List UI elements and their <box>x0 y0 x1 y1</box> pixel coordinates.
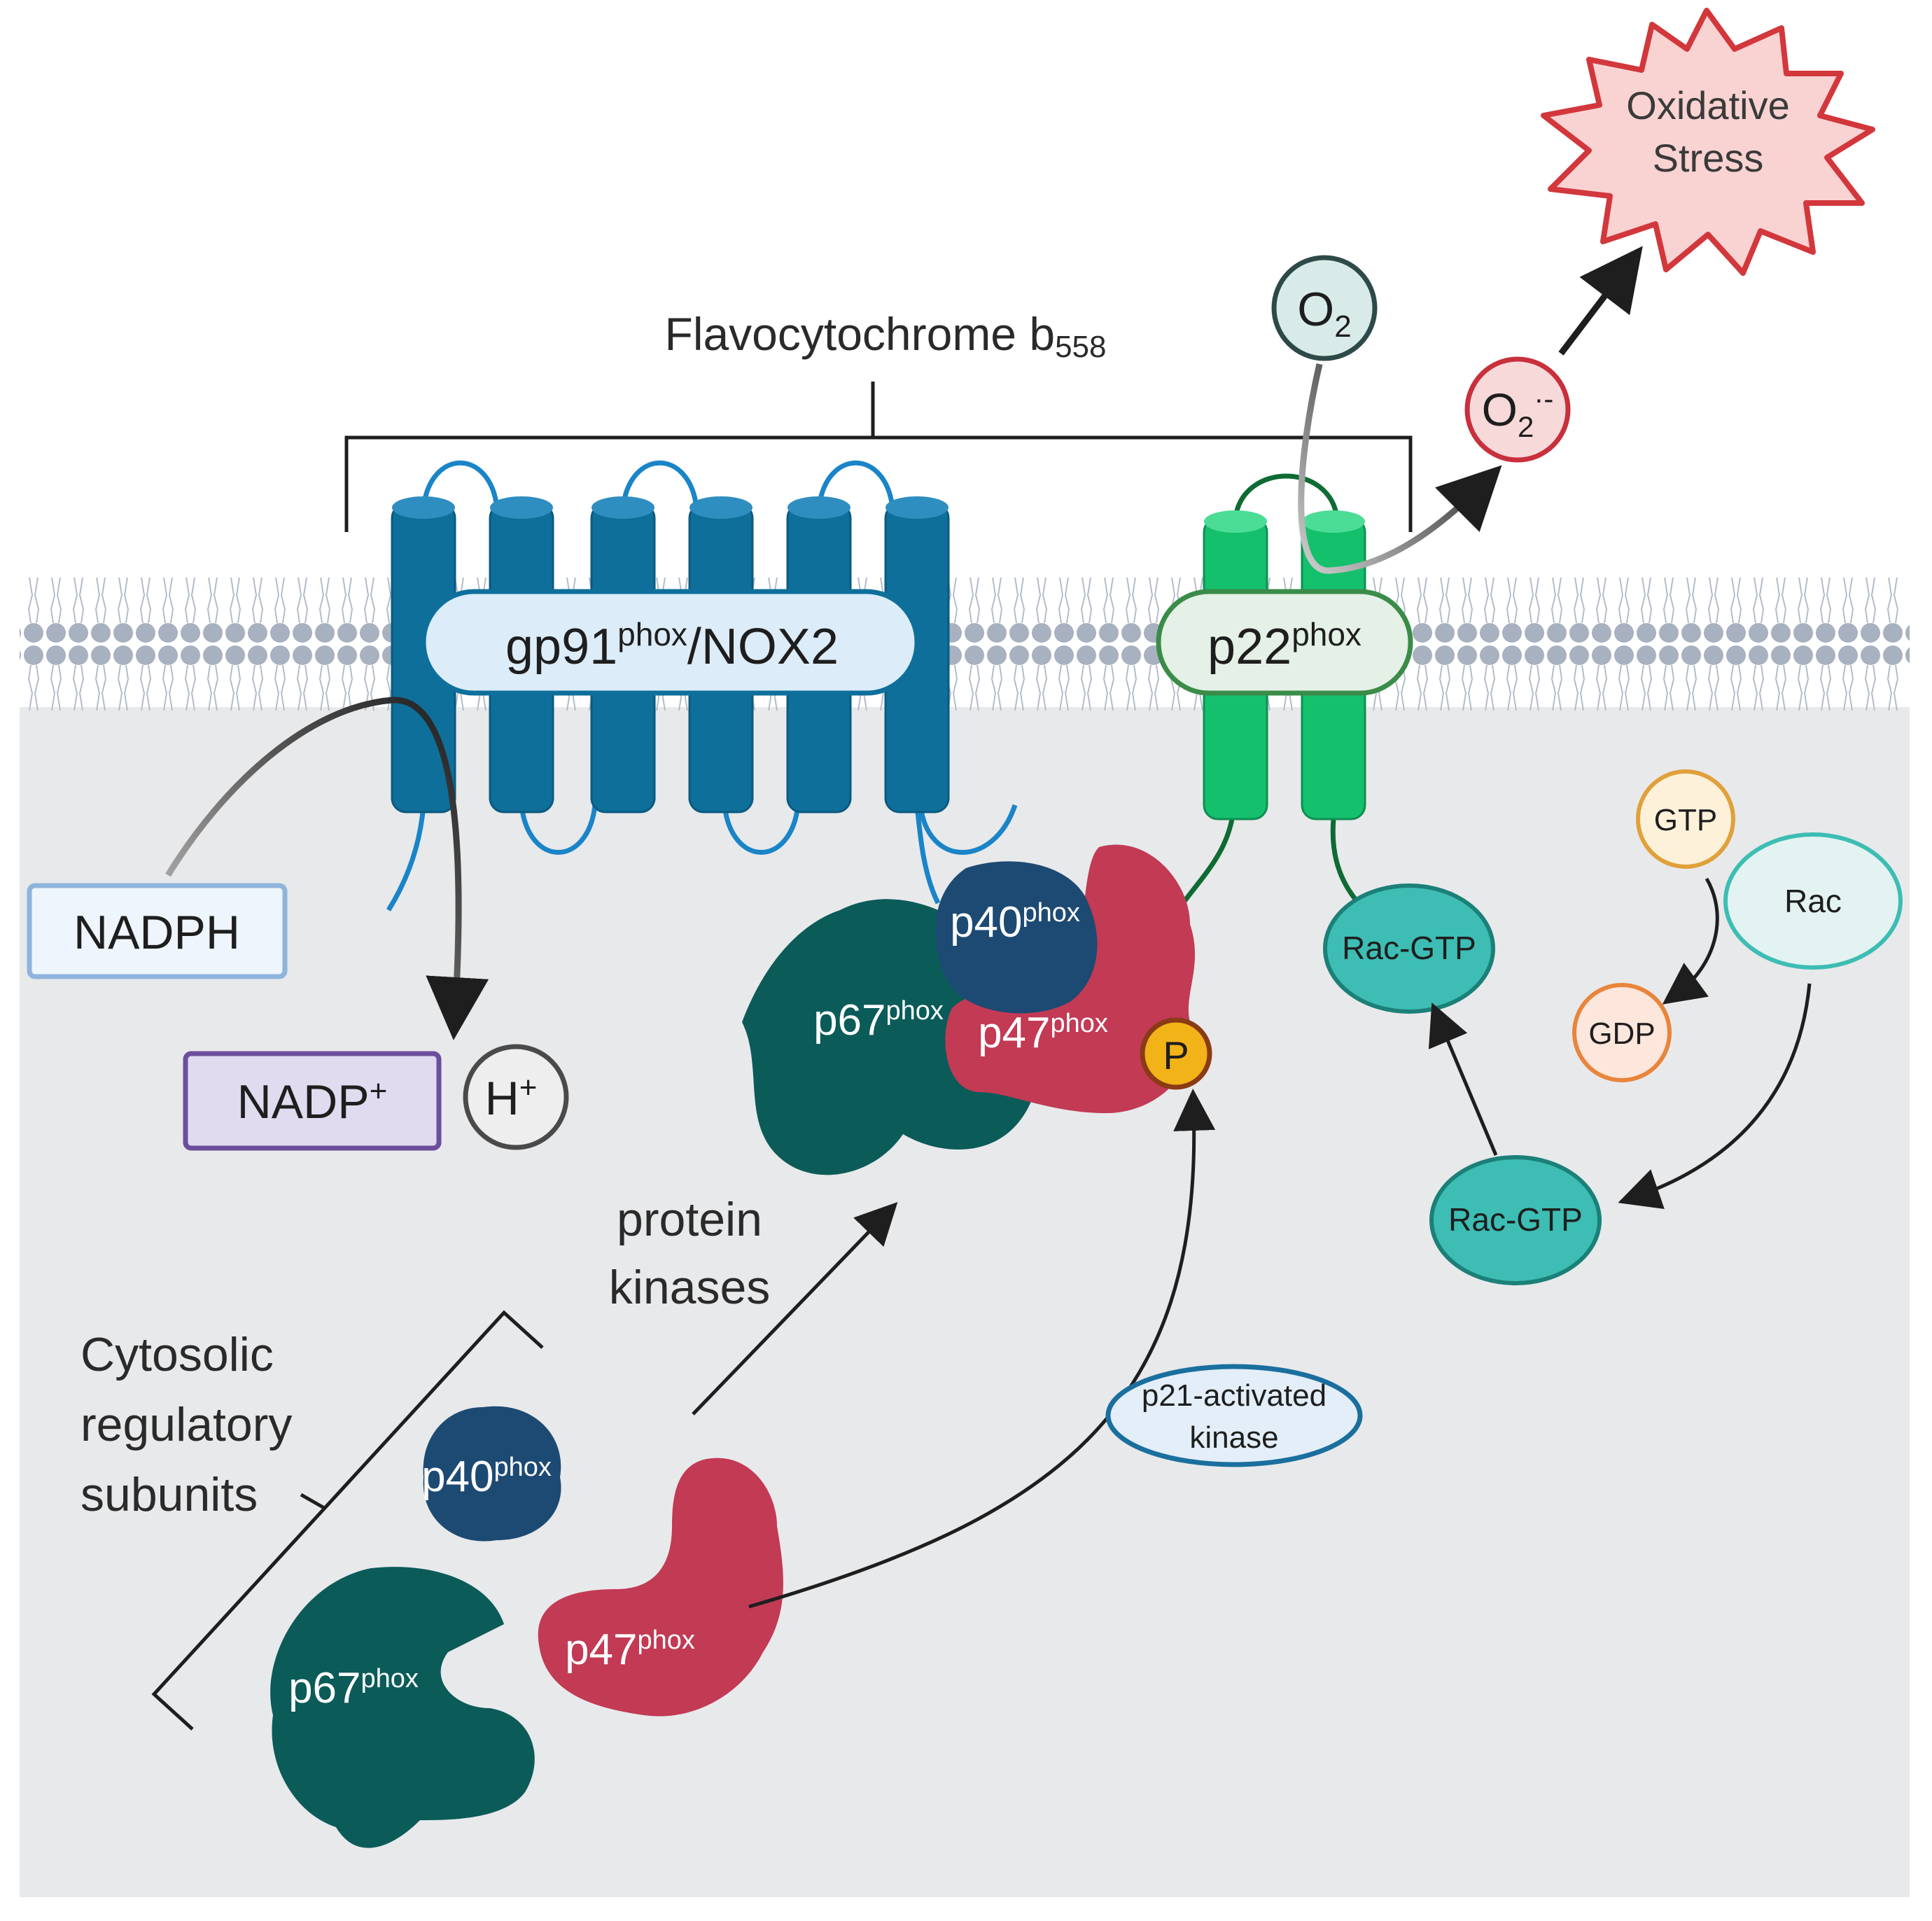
superoxide-molecule: O2·- <box>1464 356 1571 463</box>
rac-text: Rac <box>1784 883 1842 919</box>
svg-text:H+: H+ <box>485 1070 538 1125</box>
cytosolic-label-3: subunits <box>80 1468 258 1521</box>
pak-label-1: p21-activated <box>1142 1378 1326 1413</box>
svg-text:p22phox: p22phox <box>1208 616 1362 675</box>
o2-text: O <box>1297 283 1334 336</box>
free-p40: p40phox <box>421 1406 561 1542</box>
cytosolic-label-2: regulatory <box>80 1398 292 1451</box>
assembled-complex: p40phox p67phox p47phox P <box>742 844 1212 1175</box>
superoxide-text: O <box>1482 384 1518 435</box>
h-text: H <box>485 1072 519 1125</box>
rac-gtp-membrane-text: Rac-GTP <box>1342 930 1476 966</box>
gp91-loops <box>386 460 1018 911</box>
nadp-box: NADP+ <box>183 1051 442 1151</box>
rac-molecule: Rac <box>1723 832 1903 970</box>
gdp-molecule: GDP <box>1572 983 1672 1082</box>
gtp-text: GTP <box>1654 803 1717 837</box>
svg-text:p40phox: p40phox <box>950 898 1080 946</box>
oxidative-label: Oxidative <box>1626 83 1789 127</box>
h-superscript: + <box>519 1070 538 1105</box>
stress-arrow <box>1558 246 1643 356</box>
free-p40-text: p40 <box>421 1453 493 1501</box>
gtp-molecule: GTP <box>1636 769 1735 869</box>
nadp-text: NADP <box>237 1075 370 1129</box>
rac-gtp-membrane: Rac-GTP <box>1323 883 1495 1014</box>
complex-p67-superscript: phox <box>886 996 944 1026</box>
flavocytochrome-bracket: Flavocytochrome b558 <box>344 308 1413 532</box>
stress-star-shape <box>1541 8 1875 276</box>
nadph-text: NADPH <box>74 906 240 959</box>
proton: H+ <box>463 1044 569 1150</box>
p22-superscript: phox <box>1292 616 1362 652</box>
svg-text:p47phox: p47phox <box>978 1009 1108 1057</box>
free-p67-superscript: phox <box>361 1664 419 1693</box>
svg-text:Flavocytochrome b558: Flavocytochrome b558 <box>665 308 1107 364</box>
protein-kinases-label-2: kinases <box>609 1261 771 1314</box>
free-p67: p67phox <box>270 1567 535 1848</box>
phosphorylation-arrow <box>748 1089 1216 1609</box>
plasma-membrane <box>20 567 1910 728</box>
complex-p47-superscript: phox <box>1051 1009 1108 1038</box>
svg-text:p67phox: p67phox <box>288 1664 419 1712</box>
o2-molecule: O2 <box>1271 255 1378 361</box>
gp91-superscript: phox <box>617 616 687 652</box>
complex-p40-superscript: phox <box>1023 898 1080 928</box>
oxidative-stress-burst: Oxidative Stress <box>1541 8 1875 276</box>
free-p40-superscript: phox <box>494 1453 552 1482</box>
svg-text:O2·-: O2·- <box>1482 382 1554 443</box>
gdp-text: GDP <box>1588 1017 1655 1051</box>
gp91-nox2-label: gp91phox/NOX2 <box>421 589 920 696</box>
bracket-line <box>344 382 1413 532</box>
complex-p67-text: p67 <box>813 996 886 1045</box>
gp91-text: gp91 <box>505 619 617 675</box>
free-p47-superscript: phox <box>638 1626 695 1655</box>
gtp-exchange-arrow <box>1662 877 1719 1005</box>
rac-activation-arrow <box>1618 983 1812 1209</box>
free-p47: p47phox <box>538 1458 783 1717</box>
complex-p47-text: p47 <box>978 1009 1050 1057</box>
nadph-oxidation-arrow <box>165 697 489 1040</box>
rac-translocation-arrow <box>1428 1002 1498 1156</box>
cytosolic-label-1: Cytosolic <box>80 1328 274 1381</box>
o2-subscript: 2 <box>1334 309 1351 344</box>
o2-reduction-arrow <box>1298 363 1502 574</box>
svg-text:O2: O2 <box>1297 283 1351 344</box>
p22-label: p22phox <box>1156 589 1413 696</box>
flavocytochrome-subscript: 558 <box>1055 330 1106 364</box>
superoxide-subscript: 2 <box>1518 410 1534 443</box>
stress-label: Stress <box>1653 136 1764 180</box>
free-p47-text: p47 <box>565 1626 637 1674</box>
nadph-box: NADPH <box>27 883 288 979</box>
superoxide-superscript: ·- <box>1534 382 1553 415</box>
free-p67-text: p67 <box>288 1664 360 1712</box>
pak-kinase: p21-activated kinase <box>1105 1364 1363 1467</box>
cytosolic-bracket <box>151 1310 544 1731</box>
complex-p40-shape <box>935 861 1098 1014</box>
nadp-superscript: + <box>370 1074 388 1108</box>
pak-label-2: kinase <box>1189 1420 1278 1455</box>
protein-kinases-label-1: protein <box>617 1193 762 1246</box>
rac-gtp-cytosol-text: Rac-GTP <box>1448 1201 1583 1238</box>
p22-text: p22 <box>1208 619 1292 675</box>
assembly-arrow <box>692 1202 898 1416</box>
rac-gtp-cytosol: Rac-GTP <box>1429 1155 1602 1285</box>
svg-text:gp91phox/NOX2: gp91phox/NOX2 <box>505 616 839 675</box>
phosphate-group <box>1140 1017 1212 1090</box>
complex-p40-text: p40 <box>950 898 1022 946</box>
svg-text:NADP+: NADP+ <box>237 1074 388 1129</box>
gp91-nox2-suffix: /NOX2 <box>687 619 839 675</box>
phosphate-text: P <box>1163 1033 1189 1077</box>
svg-text:p47phox: p47phox <box>565 1626 695 1674</box>
svg-text:p40phox: p40phox <box>421 1453 552 1501</box>
flavocytochrome-label: Flavocytochrome b <box>665 308 1056 360</box>
svg-text:p67phox: p67phox <box>813 996 944 1045</box>
